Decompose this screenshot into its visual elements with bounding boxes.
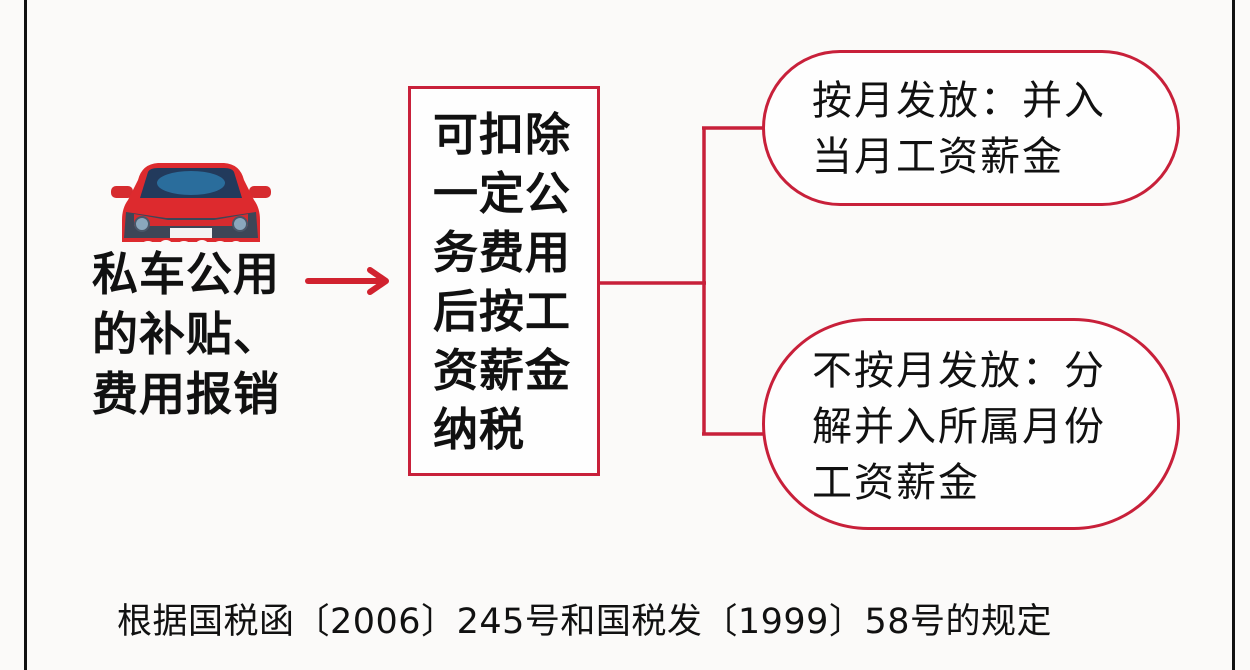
branch-connector [598,126,764,436]
branch-monthly-text: 按月发放：并入 当月工资薪金 [812,73,1106,185]
branch-node-non-monthly: 不按月发放：分 解并入所属月份 工资薪金 [762,318,1180,530]
branch-monthly-line-2: 当月工资薪金 [812,134,1064,180]
middle-line-3: 务费用 [433,226,572,279]
source-node-label: 私车公用 的补贴、 费用报销 [92,244,307,424]
right-arrow-icon [305,267,389,295]
source-line-1: 私车公用 [92,247,280,301]
branch-non-monthly-line-2: 解并入所属月份 [812,404,1106,450]
middle-line-6: 纳税 [433,403,526,456]
middle-node-text: 可扣除 一定公 务费用 后按工 资薪金 纳税 [433,105,571,459]
branch-monthly-line-1: 按月发放：并入 [812,78,1106,124]
middle-line-5: 资薪金 [433,344,572,397]
branch-non-monthly-line-3: 工资薪金 [812,460,980,506]
branch-non-monthly-line-1: 不按月发放：分 [812,348,1106,394]
regulation-caption: 根据国税函〔2006〕245号和国税发〔1999〕58号的规定 [117,602,1052,642]
source-line-3: 费用报销 [92,367,280,421]
left-frame-line [24,0,27,670]
middle-line-2: 一定公 [433,167,572,220]
right-frame-line [1232,0,1235,670]
red-car-icon [111,163,271,250]
middle-line-1: 可扣除 [433,108,572,161]
middle-node-box: 可扣除 一定公 务费用 后按工 资薪金 纳税 [408,86,600,476]
middle-line-4: 后按工 [433,285,572,338]
source-line-2: 的补贴、 [92,307,280,361]
branch-non-monthly-text: 不按月发放：分 解并入所属月份 工资薪金 [812,343,1106,511]
branch-node-monthly: 按月发放：并入 当月工资薪金 [762,50,1180,206]
